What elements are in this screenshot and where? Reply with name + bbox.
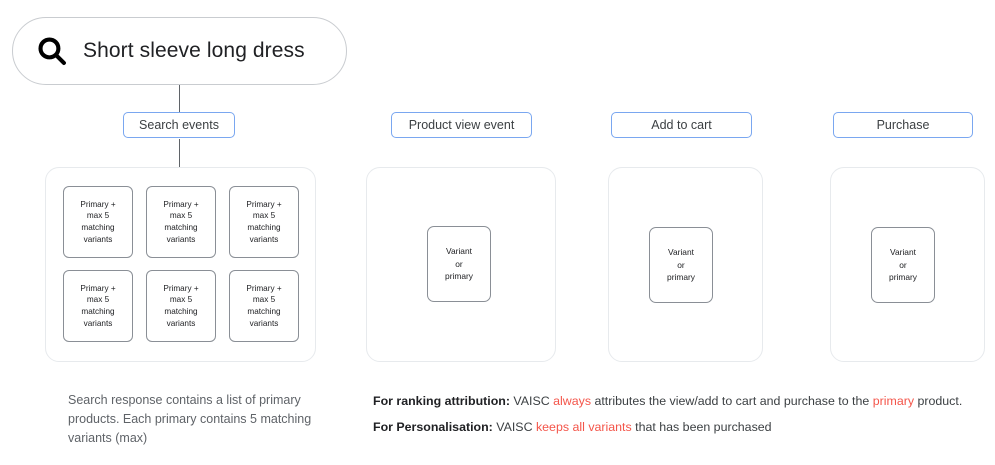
panel-product-view xyxy=(366,167,556,362)
event-label-product-view[interactable]: Product view event xyxy=(391,112,532,138)
note-highlight: keeps all variants xyxy=(535,420,632,435)
event-label-search-events[interactable]: Search events xyxy=(123,112,235,138)
search-query-text: Short sleeve long dress xyxy=(83,39,305,62)
connector-line-top xyxy=(179,85,180,113)
note-text: VAISC xyxy=(509,394,554,408)
note-label: For ranking attribution: xyxy=(373,394,510,408)
caption-search-response: Search response contains a list of prima… xyxy=(68,393,312,445)
note-text: attributes the view/add to cart and purc… xyxy=(591,394,873,408)
note-highlight: primary xyxy=(872,394,915,408)
event-label-purchase[interactable]: Purchase xyxy=(833,112,973,138)
connector-line-bottom xyxy=(179,139,180,168)
note-text: that has been purchased xyxy=(631,420,772,435)
event-label-add-to-cart[interactable]: Add to cart xyxy=(611,112,752,138)
note-line: For ranking attribution: VAISC always at… xyxy=(373,391,988,411)
note-text: product. xyxy=(914,394,963,408)
attribution-notes: For ranking attribution: VAISC always at… xyxy=(373,391,988,437)
note-text: VAISC xyxy=(492,420,536,435)
search-icon xyxy=(38,37,66,65)
note-line: For Personalisation: VAISC keeps all var… xyxy=(373,417,988,437)
note-highlight: always xyxy=(553,394,592,408)
search-bar[interactable]: Short sleeve long dress xyxy=(12,17,347,85)
note-label: For Personalisation: xyxy=(373,420,493,435)
